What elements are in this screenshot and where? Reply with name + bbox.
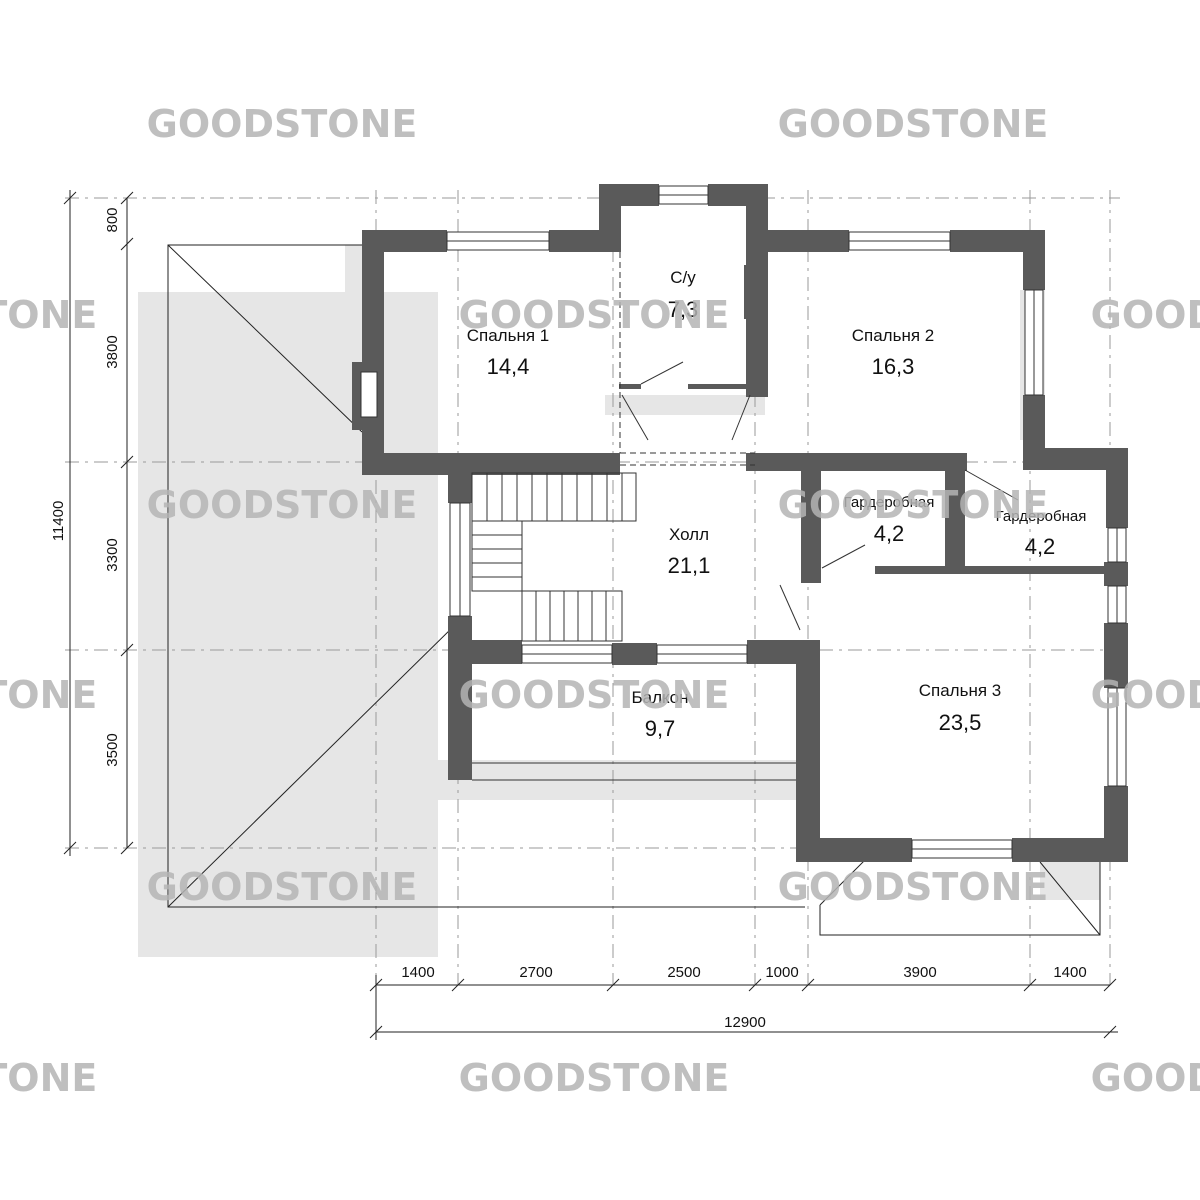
room-name-bathroom: С/у [670,268,696,287]
watermark: GOODSTONE [778,865,1049,909]
watermark: GOODSTONE [1091,1056,1200,1100]
bottom-dimensions [369,975,1118,1040]
watermark: GOODSTONE [1091,293,1200,337]
watermark: GOODSTONE [459,1056,730,1100]
watermark: GOODSTONE [1091,673,1200,717]
watermark: GOODSTONE [778,102,1049,146]
dim-bottom-2500: 2500 [667,964,700,981]
dim-left-3500: 3500 [104,733,121,766]
watermark: GOODSTONE [147,865,418,909]
staircase [471,472,637,642]
dim-bottom-total: 12900 [724,1014,766,1031]
dim-left-total: 11400 [50,501,67,542]
watermark: GOODSTONE [459,673,730,717]
window-mullions [447,194,1118,850]
dim-bottom-1000: 1000 [765,964,798,981]
room-name-bedroom2: Спальня 2 [852,326,935,345]
dim-bottom-2700: 2700 [519,964,552,981]
doors-and-corridor [472,252,1019,781]
room-name-balcony: Балкон [631,688,688,707]
dim-bottom-1400a: 1400 [401,964,434,981]
room-area-bedroom2: 16,3 [872,354,915,379]
watermark: GOODSTONE [778,483,1049,527]
roof-outline [167,244,1101,936]
dim-bottom-3900: 3900 [903,964,936,981]
room-area-wardrobe1: 4,2 [874,521,905,546]
watermark: GOODSTONE [147,102,418,146]
watermark: GOODSTONE [0,293,97,337]
watermark: GOODSTONE [459,293,730,337]
watermarks: GOODSTONE GOODSTONE GOODSTONE GOODSTONE … [0,102,1200,1100]
room-name-bedroom3: Спальня 3 [919,681,1002,700]
room-name-wardrobe2: Гардеробная [996,508,1087,525]
chimney [352,362,384,430]
walls [362,184,1128,862]
room-name-hall: Холл [669,525,709,544]
watermark: GOODSTONE [0,673,97,717]
dim-left-800: 800 [104,207,121,232]
room-area-bathroom: 7,3 [668,297,699,322]
left-dimensions [63,190,134,856]
room-area-bedroom3: 23,5 [939,710,982,735]
room-area-balcony: 9,7 [645,716,676,741]
dim-bottom-1400b: 1400 [1053,964,1086,981]
room-name-bedroom1: Спальня 1 [467,326,550,345]
room-area-hall: 21,1 [668,553,711,578]
room-area-bedroom1: 14,4 [487,354,530,379]
room-area-wardrobe2: 4,2 [1025,534,1056,559]
watermark: GOODSTONE [0,1056,97,1100]
dim-left-3800: 3800 [104,335,121,368]
room-name-wardrobe1: Гардеробная [844,494,935,511]
watermark: GOODSTONE [147,483,418,527]
dim-left-3300: 3300 [104,538,121,571]
